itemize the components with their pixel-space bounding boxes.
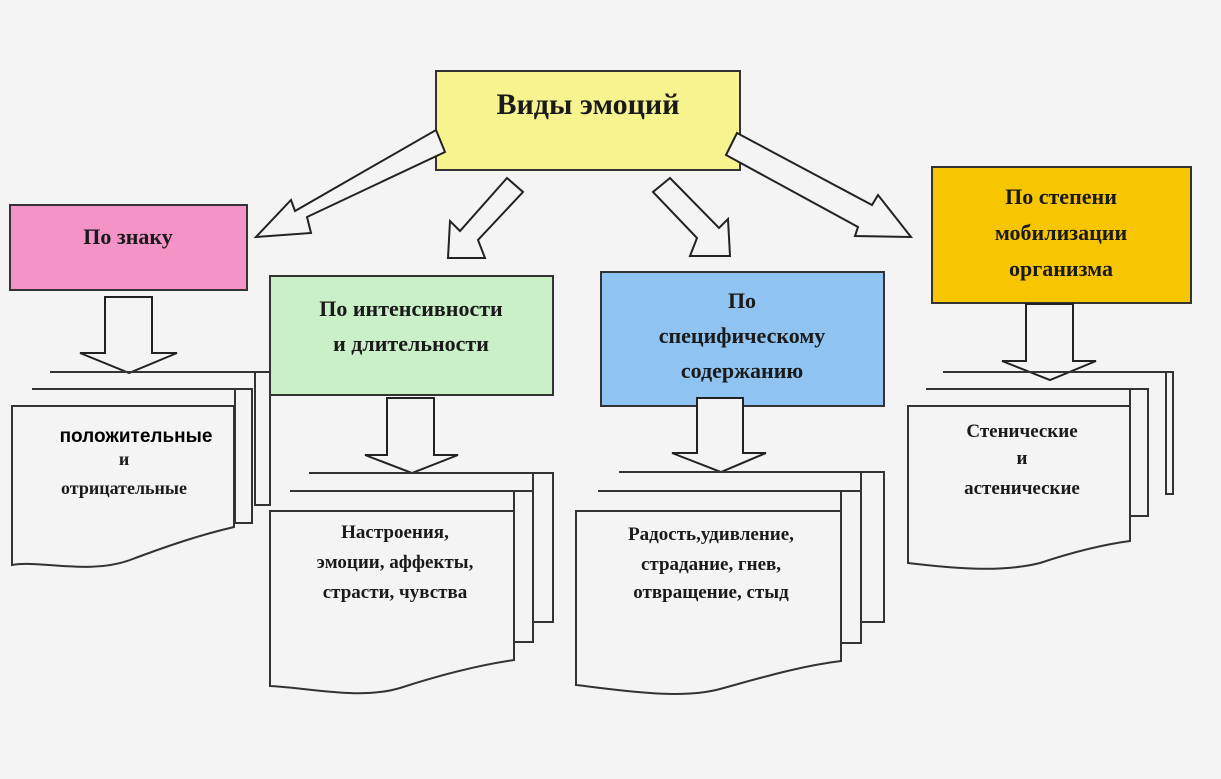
mobilization-result-line-1: Стенические <box>966 421 1077 442</box>
content-label-line-1: По <box>728 288 756 313</box>
intensity-result-line-1: Настроения, <box>341 522 449 543</box>
sign-result-line-1: положительные <box>60 426 213 447</box>
root-node: Виды эмоций <box>435 70 741 171</box>
intensity-result-pages: Настроения, эмоции, аффекты, страсти, чу… <box>269 472 554 695</box>
mobilization-label-line-2: мобилизации <box>995 220 1128 245</box>
intensity-label-line-1: По интенсивности <box>319 296 503 321</box>
page-back <box>943 371 1174 495</box>
arrow-to-content <box>651 176 732 257</box>
page-front <box>907 405 1131 570</box>
mobilization-result-line-2: и <box>1017 448 1028 469</box>
category-sign: По знаку положительные и отрицательные <box>9 204 271 568</box>
content-result-pages: Радость,удивление, страдание, гнев, отвр… <box>575 471 885 695</box>
arrow-to-sign <box>253 128 447 239</box>
page-middle <box>926 388 1149 517</box>
sign-result-line-3: отрицательные <box>61 478 187 498</box>
content-result-line-3: отвращение, стыд <box>633 582 789 603</box>
content-label-line-2: специфическому <box>659 323 826 348</box>
root-box <box>435 70 741 171</box>
arrow-to-intensity <box>446 176 525 259</box>
intensity-label-line-2: и длительности <box>333 331 489 356</box>
content-result-line-2: страдание, гнев, <box>641 554 781 575</box>
content-box <box>600 271 885 407</box>
page-middle <box>598 490 862 644</box>
sign-result-line-2: и <box>119 449 129 469</box>
sign-result-pages: положительные и отрицательные <box>11 371 271 568</box>
page-middle <box>32 388 253 524</box>
page-back <box>50 371 271 506</box>
intensity-result-line-3: страсти, чувства <box>323 582 468 603</box>
page-back <box>309 472 554 623</box>
content-down-arrow <box>671 397 767 474</box>
root-title: Виды эмоций <box>497 88 680 121</box>
content-result-line-1: Радость,удивление, <box>628 524 794 545</box>
sign-down-arrow <box>79 296 178 375</box>
mobilization-label-line-3: организма <box>1009 256 1113 281</box>
category-intensity: По интенсивности и длительности Настроен… <box>269 275 554 695</box>
intensity-down-arrow <box>364 397 459 475</box>
page-middle <box>290 490 534 643</box>
mobilization-result-line-3: астенические <box>964 478 1080 499</box>
mobilization-down-arrow <box>1001 303 1097 382</box>
page-back <box>619 471 885 623</box>
category-content: По специфическому содержанию Радость,уди… <box>575 271 885 695</box>
content-label-line-3: содержанию <box>681 358 803 383</box>
mobilization-box <box>931 166 1192 304</box>
category-mobilization: По степени мобилизации организма Стениче… <box>907 166 1192 570</box>
intensity-box <box>269 275 554 396</box>
page-front <box>269 510 515 695</box>
mobilization-label-line-1: По степени <box>1005 184 1117 209</box>
mobilization-result-pages: Стенические и астенические <box>907 371 1174 570</box>
sign-label-line-1: По знаку <box>83 224 173 249</box>
arrow-to-mobilization <box>724 131 914 239</box>
sign-box <box>9 204 248 291</box>
page-front <box>575 510 842 695</box>
page-front <box>11 405 235 568</box>
intensity-result-line-2: эмоции, аффекты, <box>317 552 474 573</box>
